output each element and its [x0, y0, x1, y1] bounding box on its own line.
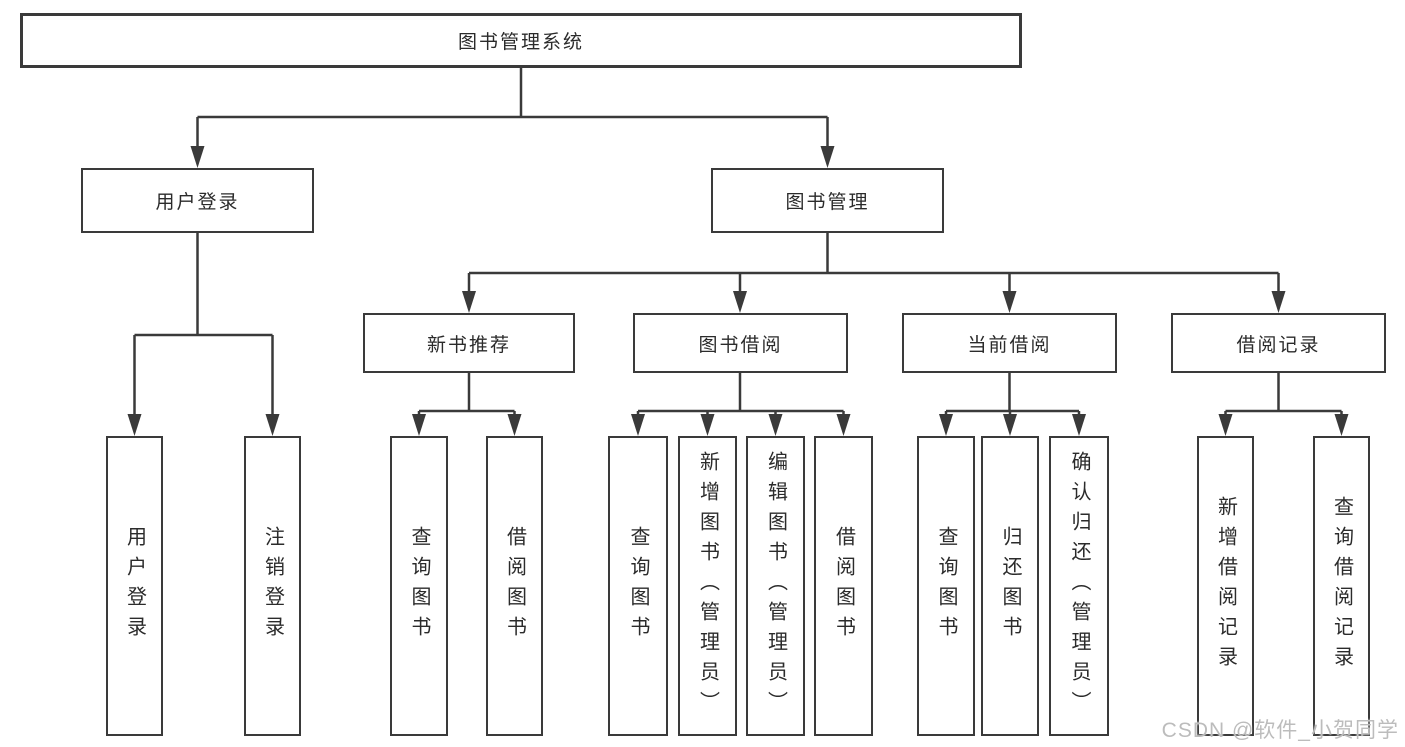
arrow-down-icon [836, 414, 851, 436]
arrow-down-icon [820, 146, 835, 168]
arrow-down-icon [733, 291, 747, 313]
arrow-down-icon [127, 414, 142, 436]
connector-borrow-to-leaves [636, 373, 845, 418]
arrow-down-icon [1003, 414, 1017, 436]
leaf-borrow-books-recommend: 借阅图书 [486, 436, 543, 736]
arrow-down-icon [939, 414, 953, 436]
connector-records-to-leaves [1224, 373, 1343, 418]
connector-userlogin-to-leaves [133, 233, 274, 418]
arrow-down-icon [1218, 414, 1233, 436]
arrow-down-icon [631, 414, 645, 436]
node-current-borrow: 当前借阅 [902, 313, 1117, 373]
leaf-query-books-borrow: 查询图书 [608, 436, 668, 736]
arrow-down-icon [768, 414, 783, 436]
arrow-down-icon [1334, 414, 1349, 436]
node-book-management: 图书管理 [711, 168, 944, 233]
arrow-down-icon [1271, 291, 1286, 313]
leaf-borrow-books-borrow: 借阅图书 [814, 436, 873, 736]
arrow-down-icon [462, 291, 476, 313]
connector-root-to-level2 [196, 68, 829, 150]
leaf-add-borrow-record: 新增借阅记录 [1197, 436, 1254, 736]
arrow-down-icon [700, 414, 715, 436]
csdn-watermark: CSDN @软件_小贺同学 [1161, 719, 1399, 742]
arrow-down-icon [507, 414, 522, 436]
connector-current-to-leaves [944, 373, 1081, 418]
leaf-user-login: 用户登录 [106, 436, 163, 736]
node-book-borrow: 图书借阅 [633, 313, 848, 373]
leaf-edit-books-admin: 编辑图书（管理员） [746, 436, 805, 736]
node-borrow-records: 借阅记录 [1171, 313, 1386, 373]
node-new-book-recommend: 新书推荐 [363, 313, 575, 373]
arrowheads [127, 146, 1349, 436]
connector-recommend-to-leaves [417, 373, 516, 418]
arrow-down-icon [1072, 414, 1086, 436]
leaf-query-books-recommend: 查询图书 [390, 436, 448, 736]
arrow-down-icon [1002, 291, 1017, 313]
node-user-login: 用户登录 [81, 168, 314, 233]
leaf-query-books-current: 查询图书 [917, 436, 975, 736]
leaf-add-books-admin: 新增图书（管理员） [678, 436, 737, 736]
arrow-down-icon [265, 414, 280, 436]
node-root-system: 图书管理系统 [20, 13, 1022, 68]
leaf-query-borrow-record: 查询借阅记录 [1313, 436, 1370, 736]
leaf-logout-login: 注销登录 [244, 436, 301, 736]
leaf-confirm-return-admin: 确认归还（管理员） [1049, 436, 1109, 736]
arrow-down-icon [190, 146, 205, 168]
leaf-return-books: 归还图书 [981, 436, 1039, 736]
arrow-down-icon [412, 414, 426, 436]
connector-bookmgmt-to-level3 [467, 233, 1280, 295]
